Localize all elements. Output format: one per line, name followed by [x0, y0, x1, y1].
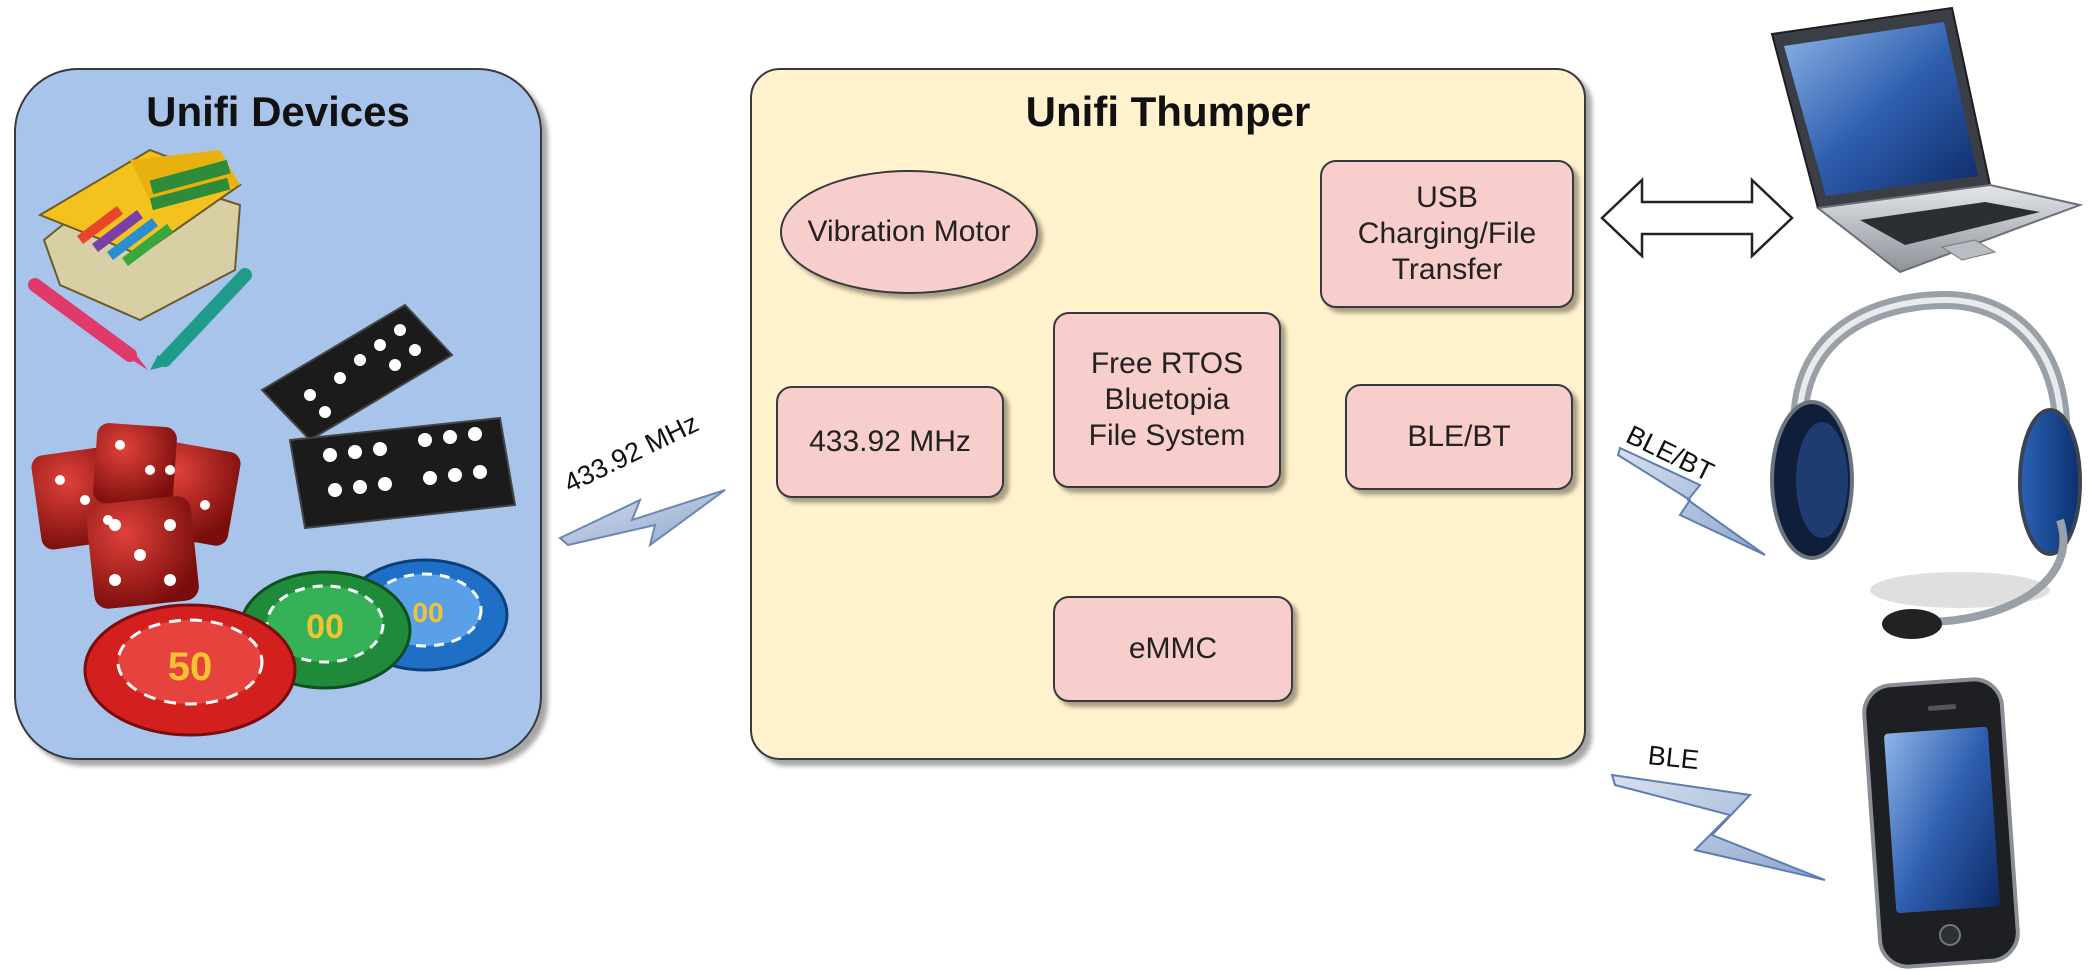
usb-charging-block: USB Charging/File Transfer	[1320, 160, 1574, 308]
rtos-block: Free RTOS Bluetopia File System	[1053, 312, 1281, 488]
laptop-icon	[1770, 6, 2084, 274]
smartphone-icon	[1862, 677, 2020, 969]
dominoes-icon	[260, 303, 517, 530]
radio-link-bolt-icon	[558, 489, 726, 548]
headset-link-bolt-icon	[1616, 446, 1766, 556]
ble-bt-block: BLE/BT	[1345, 384, 1573, 490]
crayons-icon	[28, 148, 252, 370]
chip-label-blue: 00	[412, 597, 443, 628]
vibration-motor-block: Vibration Motor	[780, 170, 1038, 294]
headset-icon	[1770, 290, 2082, 639]
radio-433-block: 433.92 MHz	[776, 386, 1004, 498]
thumper-panel-title: Unifi Thumper	[1025, 88, 1311, 135]
chip-label-red: 50	[168, 645, 213, 689]
phone-link-label: BLE	[1646, 740, 1701, 776]
devices-panel-title: Unifi Devices	[146, 88, 410, 135]
usb-double-arrow-icon	[1600, 177, 1794, 259]
poker-chips-icon	[83, 558, 509, 737]
emmc-block: eMMC	[1053, 596, 1293, 702]
chip-label-green: 00	[306, 608, 344, 646]
phone-link-bolt-icon	[1610, 773, 1826, 881]
dice-icon	[31, 423, 241, 609]
